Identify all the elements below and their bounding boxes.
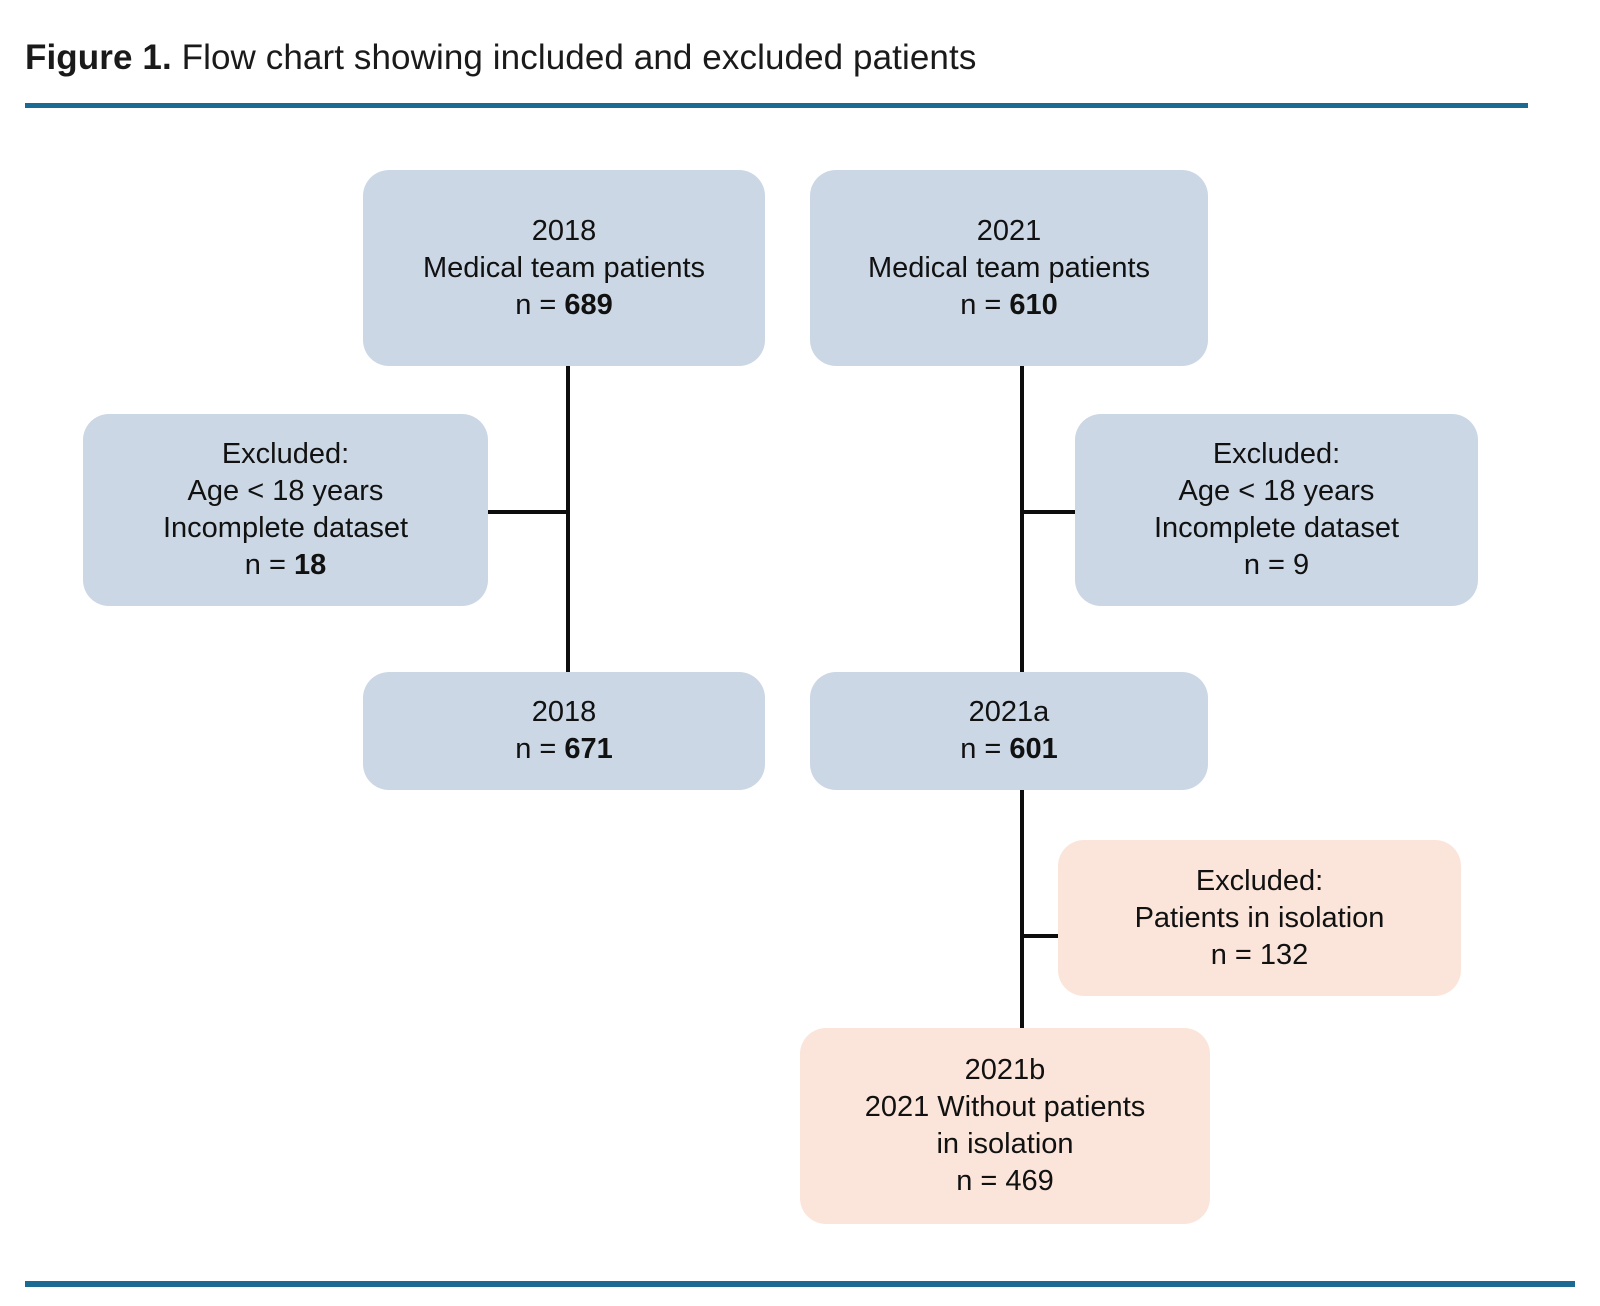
count-prefix: n = <box>960 733 1010 765</box>
count-prefix: n = <box>960 288 1010 321</box>
figure-caption: Flow chart showing included and excluded… <box>181 38 977 77</box>
count-value: 469 <box>1005 1165 1054 1197</box>
count-prefix: n = <box>244 549 294 581</box>
top-divider-rule <box>25 103 1528 108</box>
count-prefix: n = <box>1210 938 1260 971</box>
node-cohort-2021-line2: Medical team patients <box>867 251 1151 284</box>
node-excluded-2021-count: n = 9 <box>1244 547 1309 584</box>
node-included-2021b-count: n = 469 <box>956 1163 1054 1200</box>
node-excluded-2021-line3: Incomplete dataset <box>1153 512 1400 544</box>
count-prefix: n = <box>1243 549 1294 581</box>
node-included-2021a[interactable]: 2021a n = 601 <box>810 672 1208 790</box>
count-prefix: n = <box>515 733 565 765</box>
node-excluded-isolation-line1: Excluded: <box>1195 864 1324 897</box>
connector-2021-excluded-branch <box>1022 510 1077 514</box>
node-cohort-2018-line2: Medical team patients <box>422 251 706 284</box>
node-included-2021b-line3: in isolation <box>936 1128 1074 1160</box>
node-excluded-2021-line2: Age < 18 years <box>1178 475 1375 507</box>
connector-2018-excluded-branch <box>486 510 568 514</box>
count-prefix: n = <box>956 1165 1006 1197</box>
node-included-2021a-count: n = 601 <box>960 731 1058 768</box>
node-excluded-isolation-line2: Patients in isolation <box>1134 901 1385 934</box>
node-cohort-2018-line1: 2018 <box>531 214 597 247</box>
node-included-2021b-line1: 2021b <box>964 1054 1046 1086</box>
figure-title: Figure 1. Flow chart showing included an… <box>25 36 976 80</box>
figure-label: Figure 1. <box>25 38 172 77</box>
node-excluded-isolation[interactable]: Excluded: Patients in isolation n = 132 <box>1058 840 1461 996</box>
node-excluded-2021[interactable]: Excluded: Age < 18 years Incomplete data… <box>1075 414 1478 606</box>
node-cohort-2018[interactable]: 2018 Medical team patients n = 689 <box>363 170 765 366</box>
node-excluded-2018-line3: Incomplete dataset <box>162 512 409 544</box>
count-value: 18 <box>293 549 327 581</box>
node-included-2021a-line1: 2021a <box>968 696 1050 728</box>
node-included-2018[interactable]: 2018 n = 671 <box>363 672 765 790</box>
node-cohort-2021-line1: 2021 <box>976 214 1042 247</box>
count-value: 610 <box>1009 288 1058 321</box>
node-included-2021b[interactable]: 2021b 2021 Without patients in isolation… <box>800 1028 1210 1224</box>
node-included-2018-line1: 2018 <box>531 696 597 728</box>
count-prefix: n = <box>515 288 565 321</box>
connector-2021a-vertical <box>1020 786 1024 1030</box>
node-included-2021b-line2: 2021 Without patients <box>864 1091 1146 1123</box>
connector-2018-vertical <box>566 366 570 674</box>
node-excluded-2021-line1: Excluded: <box>1212 438 1341 470</box>
connector-isolation-branch <box>1022 934 1074 938</box>
node-cohort-2018-count: n = 689 <box>515 287 613 324</box>
node-excluded-isolation-count: n = 132 <box>1211 937 1309 974</box>
connector-2021-vertical <box>1020 366 1024 674</box>
node-excluded-2018-line2: Age < 18 years <box>187 475 384 507</box>
node-included-2018-count: n = 671 <box>515 731 613 768</box>
count-value: 601 <box>1009 733 1058 765</box>
count-value: 689 <box>564 288 613 321</box>
node-excluded-2018-line1: Excluded: <box>221 438 350 470</box>
count-value: 132 <box>1259 938 1309 971</box>
count-value: 671 <box>564 733 613 765</box>
node-excluded-2018-count: n = 18 <box>245 547 326 584</box>
count-value: 9 <box>1293 549 1310 581</box>
node-cohort-2021[interactable]: 2021 Medical team patients n = 610 <box>810 170 1208 366</box>
bottom-divider-rule <box>25 1281 1575 1287</box>
node-excluded-2018[interactable]: Excluded: Age < 18 years Incomplete data… <box>83 414 488 606</box>
node-cohort-2021-count: n = 610 <box>960 287 1058 324</box>
